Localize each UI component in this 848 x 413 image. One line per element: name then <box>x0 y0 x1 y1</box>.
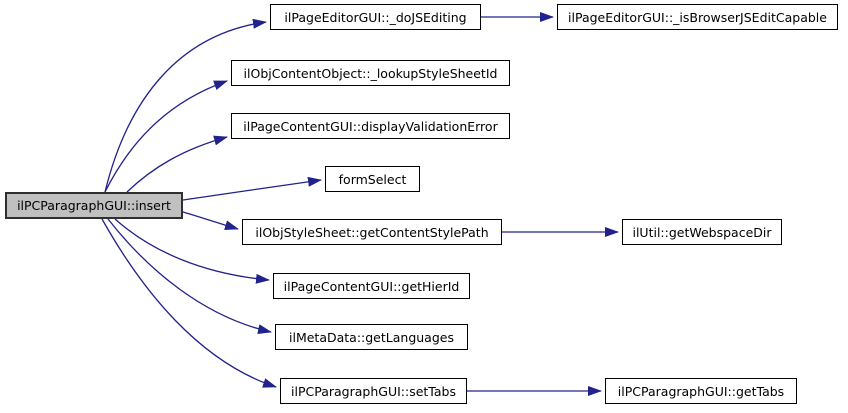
edge-ilpcparagraphgui-insert-to-ilpageeditorgui-dojsediting <box>104 18 267 193</box>
node-ilpagecontentgui-gethierid[interactable]: ilPageContentGUI::getHierId <box>273 273 470 299</box>
node-formselect[interactable]: formSelect <box>325 166 420 192</box>
node-ilobjstylesheet-getcontentstylepath[interactable]: ilObjStyleSheet::getContentStylePath <box>242 219 502 245</box>
node-ilpageeditorgui-isbrowserjseditcapable[interactable]: ilPageEditorGUI::_isBrowserJSEditCapable <box>557 4 838 30</box>
edge-ilpcparagraphgui-insert-to-formselect <box>182 176 322 201</box>
node-ilpcparagraphgui-insert: ilPCParagraphGUI::insert <box>5 192 183 219</box>
edge-ilpcparagraphgui-insert-to-ilobjstylesheet-getcontentstylepath <box>182 211 239 231</box>
edge-ilpcparagraphgui-insert-to-ilobjcontentobject-lookupstylesheetid <box>104 80 228 193</box>
node-ilmetadata-getlanguages[interactable]: ilMetaData::getLanguages <box>275 324 468 350</box>
node-ilpcparagraphgui-gettabs[interactable]: ilPCParagraphGUI::getTabs <box>605 378 797 404</box>
node-ilpagecontentgui-displayvalidationerror[interactable]: ilPageContentGUI::displayValidationError <box>231 113 510 139</box>
node-ilpcparagraphgui-settabs[interactable]: ilPCParagraphGUI::setTabs <box>280 378 467 404</box>
node-ilutil-getwebspacedir[interactable]: ilUtil::getWebspaceDir <box>622 219 782 245</box>
edge-ilpcparagraphgui-insert-to-ilpagecontentgui-displayvalidationerror <box>126 135 228 193</box>
node-ilpageeditorgui-dojsediting[interactable]: ilPageEditorGUI::_doJSEditing <box>270 4 481 30</box>
node-ilobjcontentobject-lookupstylesheetid[interactable]: ilObjContentObject::_lookupStyleSheetId <box>231 60 510 86</box>
